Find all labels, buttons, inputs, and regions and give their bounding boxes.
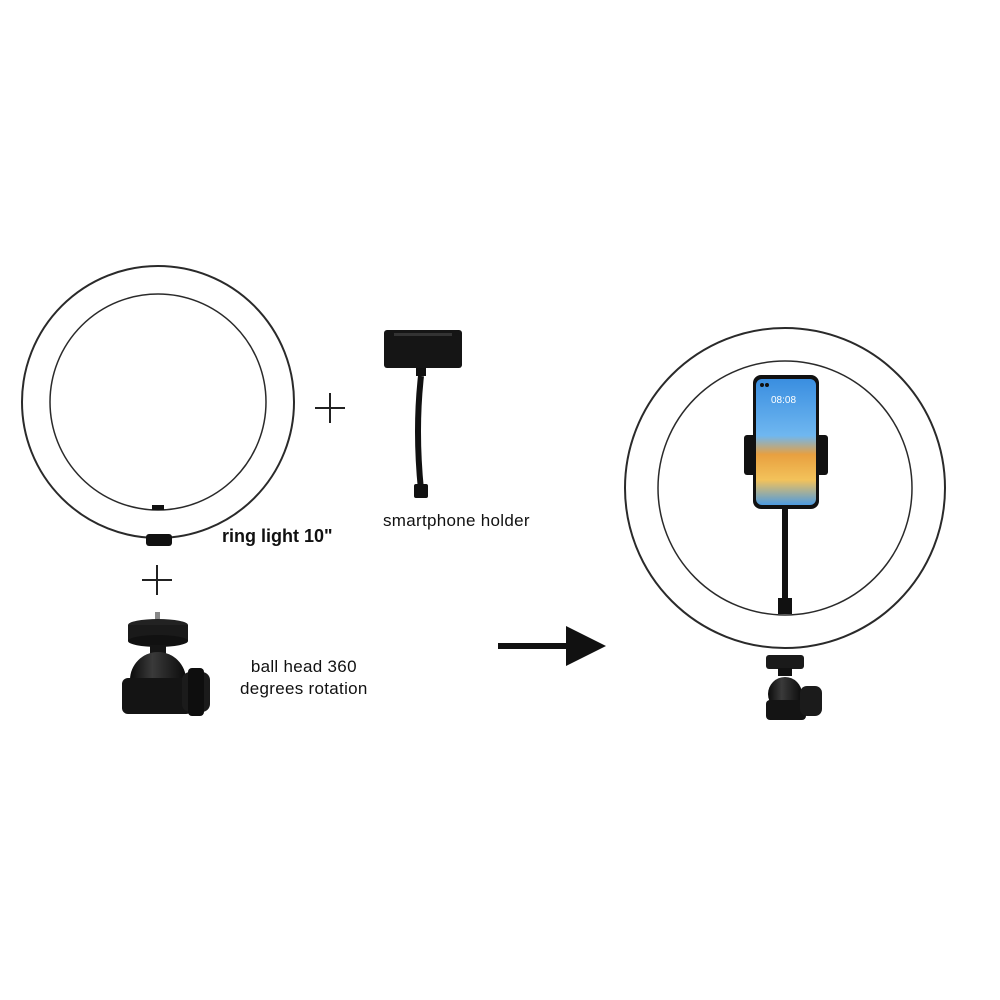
smartphone-holder-image: [384, 330, 462, 498]
assembled-ring-light: [624, 327, 946, 720]
ball-head-label: ball head 360 degrees rotation: [240, 656, 368, 700]
ring-light-label: ring light 10": [222, 526, 333, 546]
phone-clock: 08:08: [771, 395, 797, 406]
arrow-right-icon: [498, 626, 606, 666]
ball-head-label-line2: degrees rotation: [240, 679, 368, 698]
plus-icon: [315, 393, 345, 423]
smartphone-holder-label: smartphone holder: [383, 511, 530, 530]
plus-icon: [142, 565, 172, 595]
ring-light-left: [21, 265, 295, 546]
ball-head-label-line1: ball head 360: [250, 657, 357, 676]
ball-head-image: [122, 612, 210, 716]
